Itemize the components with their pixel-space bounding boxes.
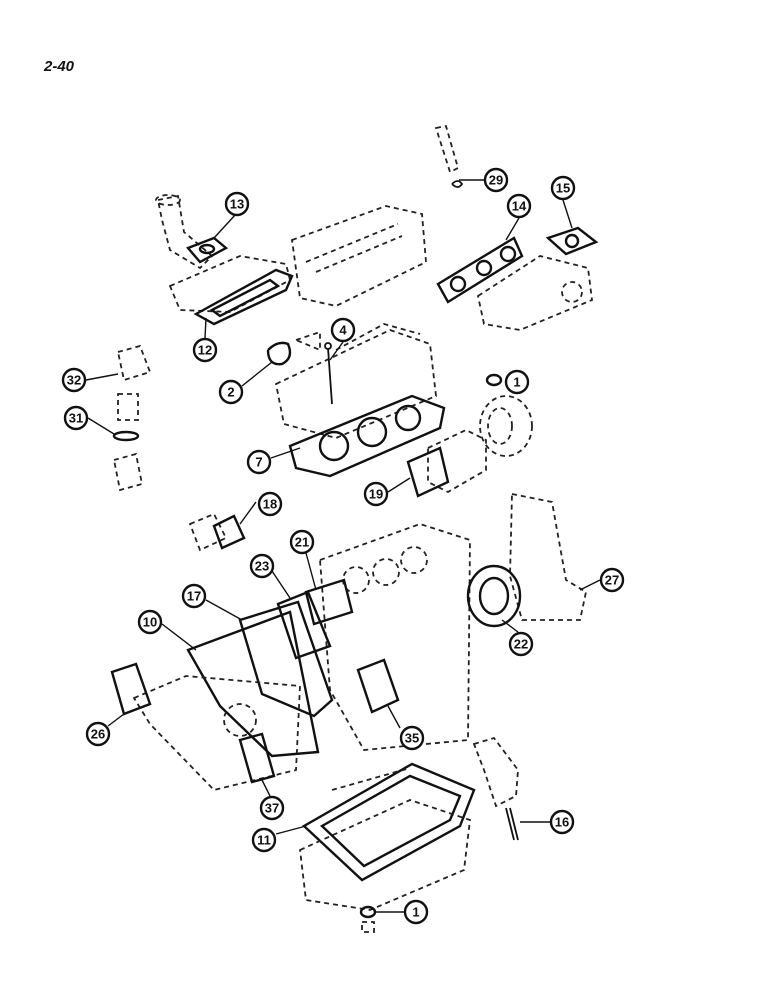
svg-text:7: 7 [255, 455, 262, 470]
exhaust-manifold [476, 255, 593, 331]
svg-text:15: 15 [556, 181, 570, 196]
callout-11: 11 [251, 827, 277, 853]
callout-15: 15 [550, 175, 576, 201]
svg-text:13: 13 [230, 197, 244, 212]
svg-text:31: 31 [69, 411, 83, 426]
engine-block [319, 523, 471, 751]
thermostat-housing [155, 194, 214, 270]
oil-pan-gasket-11 [301, 762, 476, 882]
side-gasket-35 [356, 658, 400, 714]
svg-text:27: 27 [605, 573, 619, 588]
callout-27: 27 [599, 567, 625, 593]
exhaust-manifold-gasket-14 [436, 236, 524, 304]
dipstick-guide [472, 736, 519, 841]
svg-text:16: 16 [555, 815, 569, 830]
callout-21: 21 [289, 529, 315, 555]
rear-plate-27 [509, 492, 588, 621]
svg-text:35: 35 [405, 731, 419, 746]
water-manifold [168, 255, 292, 313]
thermostat-stack [112, 344, 152, 492]
front-gasket-21 [304, 578, 354, 626]
manifold-gasket-12 [193, 268, 294, 326]
svg-text:17: 17 [187, 589, 201, 604]
callout-1-bottom: 1 [403, 899, 429, 925]
oil-pump-gasket-19 [406, 446, 450, 498]
cylinder-head [274, 323, 437, 439]
svg-text:12: 12 [198, 343, 212, 358]
callout-12: 12 [192, 337, 218, 363]
callout-4: 4 [330, 317, 356, 343]
cover-plate-18 [188, 512, 246, 552]
svg-text:1: 1 [513, 375, 520, 390]
svg-text:1: 1 [412, 905, 419, 920]
callout-26: 26 [85, 721, 111, 747]
callout-14: 14 [506, 193, 532, 219]
callout-16: 16 [549, 809, 575, 835]
valve-cover [291, 205, 427, 307]
drain-plug-seal-1 [359, 905, 377, 933]
callout-32: 32 [61, 367, 87, 393]
svg-text:29: 29 [489, 173, 503, 188]
callout-1-top: 1 [504, 369, 530, 395]
head-gasket-7 [288, 394, 446, 478]
callout-31: 31 [63, 405, 89, 431]
thermostat-ring-2 [266, 341, 292, 366]
svg-text:18: 18 [263, 497, 277, 512]
svg-text:14: 14 [512, 199, 527, 214]
oil-pan [299, 767, 471, 911]
o-ring-31 [112, 430, 140, 442]
callout-7: 7 [246, 449, 272, 475]
rear-seal-gasket-22 [466, 564, 522, 628]
callout-35: 35 [399, 725, 425, 751]
callout-37: 37 [259, 795, 285, 821]
oil-filter [479, 395, 533, 457]
cover-gasket-37 [238, 732, 276, 784]
leader-lines [85, 179, 601, 913]
svg-text:10: 10 [143, 615, 157, 630]
front-gasket-26 [110, 662, 152, 716]
svg-text:21: 21 [295, 535, 309, 550]
svg-text:37: 37 [265, 801, 279, 816]
svg-text:22: 22 [514, 637, 528, 652]
svg-text:11: 11 [257, 833, 271, 848]
dipstick-tube [434, 124, 464, 188]
svg-text:2: 2 [227, 385, 234, 400]
page-number: 2-40 [44, 58, 75, 75]
callout-13: 13 [224, 191, 250, 217]
front-gasket-23 [276, 590, 332, 660]
callout-2: 2 [218, 379, 244, 405]
exhaust-gasket-15 [545, 226, 599, 256]
oil-pump [427, 428, 487, 494]
callout-23: 23 [249, 553, 275, 579]
front-cover [132, 675, 301, 791]
svg-text:19: 19 [369, 487, 383, 502]
callout-29: 29 [483, 167, 509, 193]
callout-10: 10 [137, 609, 163, 635]
svg-text:32: 32 [67, 373, 81, 388]
thermostat-gasket-13 [185, 236, 229, 264]
timing-gasket-10 [186, 610, 320, 758]
callouts: 29 13 14 15 12 4 32 2 [61, 167, 625, 925]
callout-18: 18 [257, 491, 283, 517]
callout-19: 19 [363, 481, 389, 507]
oil-seal-1 [485, 373, 503, 387]
svg-text:26: 26 [91, 727, 105, 742]
callout-22: 22 [508, 631, 534, 657]
svg-text:23: 23 [255, 559, 269, 574]
svg-text:4: 4 [339, 323, 347, 338]
callout-17: 17 [181, 583, 207, 609]
